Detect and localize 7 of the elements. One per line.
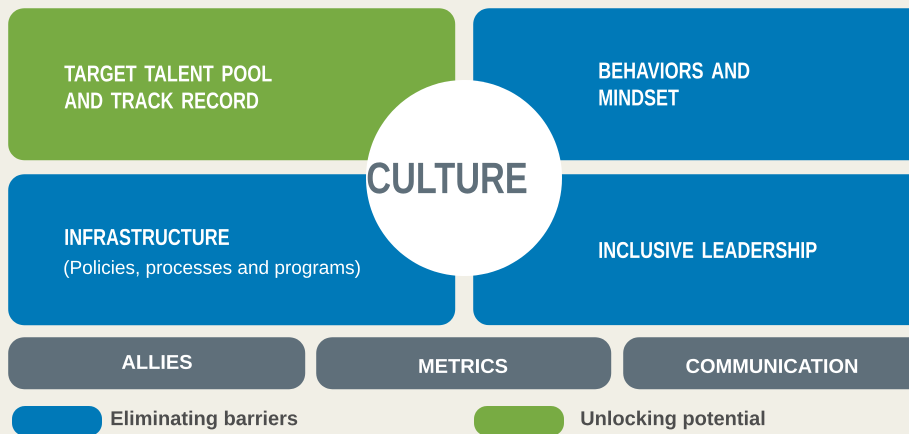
legend-label: Unlocking potential [581, 410, 764, 430]
quadrant-box: BEHAVIORS AND MINDSET [473, 8, 909, 160]
quadrant-box: TARGET TALENT POOL AND TRACK RECORD [8, 8, 456, 160]
pill-box: COMMUNICATION [623, 337, 909, 390]
pill-box: ALLIES [8, 337, 306, 390]
pill-box: METRICS [316, 337, 612, 390]
legend-label: Eliminating barriers [112, 410, 298, 430]
